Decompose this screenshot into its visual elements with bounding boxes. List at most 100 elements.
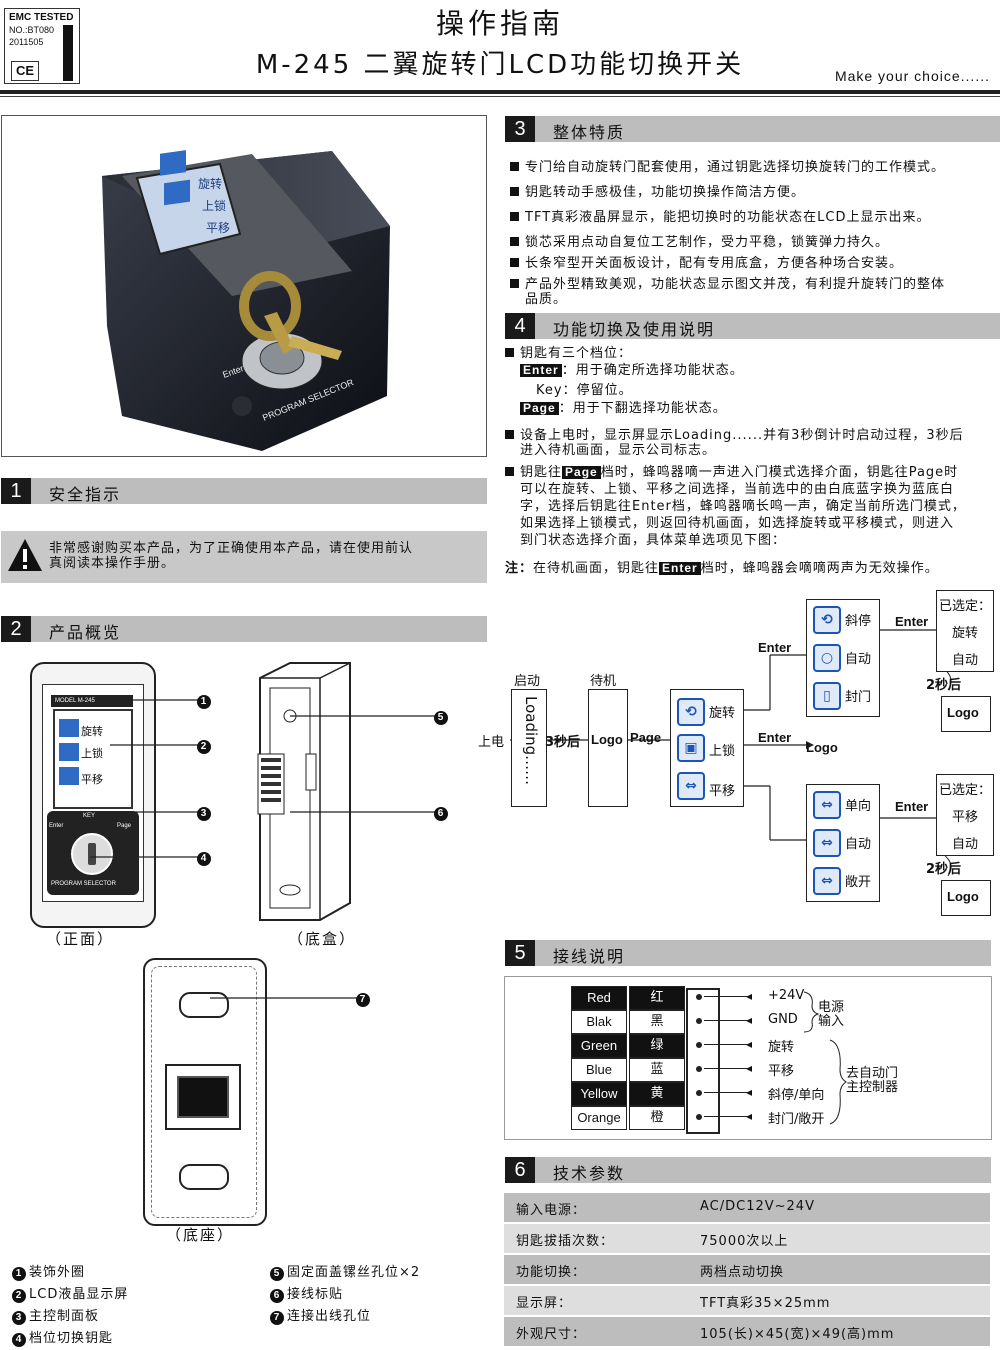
- terminal-screw-icon: [696, 994, 702, 1000]
- menu-slide-icon: ⇔: [677, 772, 705, 800]
- spec-row: 钥匙拔插次数：75000次以上: [504, 1224, 990, 1253]
- spec-key: 显示屏：: [516, 1296, 573, 1311]
- section-5-header: 5 接线说明: [505, 940, 991, 966]
- feature-2: 钥匙转动手感极佳，功能切换操作简洁方便。: [510, 180, 945, 205]
- wire-color-cn: 橙: [629, 1106, 685, 1130]
- rotate-sub-1: 斜停: [845, 614, 872, 629]
- spec-row: 输入电源：AC/DC12V~24V: [504, 1193, 990, 1222]
- terminal-arrow-icon: [704, 1116, 748, 1117]
- page-icon: Page: [520, 402, 559, 415]
- selected-label-2: 已选定：: [938, 783, 991, 798]
- front-model: MODEL M-245: [51, 695, 133, 707]
- auto-slide-icon: ⇔: [813, 829, 841, 857]
- lock-icon: [59, 743, 79, 761]
- section-3-title: 整体特质: [553, 123, 626, 142]
- power-label-2: 输入: [818, 1014, 845, 1029]
- warning-box: 非常感谢购买本产品，为了正确使用本产品，请在使用前认 真阅读本操作手册。: [1, 531, 487, 583]
- marker-4: 4: [197, 850, 214, 866]
- selected-label-1: 已选定：: [938, 599, 991, 614]
- front-item-2: 上锁: [81, 747, 103, 760]
- flow-enter-3: Enter: [895, 614, 929, 629]
- terminal-arrowhead-icon: ◂: [746, 1061, 753, 1075]
- section-1-number: 1: [1, 478, 31, 504]
- header-rule-thin: [0, 96, 1000, 97]
- front-key-label: KEY: [83, 813, 96, 819]
- terminal-label: GND: [768, 1012, 798, 1027]
- screw-hole-bottom: [179, 1164, 229, 1190]
- menu-item-3: 平移: [709, 784, 736, 799]
- flow-start-label: 启动: [514, 674, 541, 689]
- feature-6-cont: 品质。: [525, 292, 568, 307]
- section-6-number: 6: [505, 1157, 535, 1183]
- spec-value: 75000次以上: [700, 1234, 789, 1249]
- flow-enter-2: Enter: [758, 730, 792, 745]
- product-photo: 旋转 上锁 平移 Enter PROGRAM SELECTOR: [1, 115, 487, 457]
- marker-5: 5: [434, 709, 451, 725]
- terminal-arrow-icon: [704, 1092, 748, 1093]
- section-1-header: 1 安全指示: [1, 478, 487, 504]
- menu-item-2: 上锁: [709, 744, 736, 759]
- front-item-1: 旋转: [81, 725, 103, 738]
- base-view: [143, 958, 267, 1226]
- front-item-3: 平移: [81, 773, 103, 786]
- terminal-screw-icon: [696, 1042, 702, 1048]
- box-caption: （底盒）: [288, 930, 357, 948]
- flow-rotate-submenu: ⟲ 斜停 ○ 自动 ▯ 封门: [806, 599, 880, 717]
- wire-color-cn: 黄: [629, 1082, 685, 1106]
- flow-logo-box-2: Logo: [941, 880, 991, 916]
- page-icon-inline: Page: [562, 466, 601, 479]
- slide-sub-3: 敞开: [845, 875, 872, 890]
- spec-row: 外观尺寸：105(长)×45(宽)×49(高)mm: [504, 1317, 990, 1346]
- cable-hole: [165, 1064, 241, 1130]
- flow-lock-logo: Logo: [806, 740, 838, 755]
- front-panel: MODEL M-245 旋转 上锁 平移 KEY Enter Page PROG…: [42, 684, 144, 902]
- emc-bar: [63, 25, 73, 81]
- spec-row: 显示屏： TFT真彩35×25mm: [504, 1286, 990, 1315]
- one-way-icon: ⇔: [813, 791, 841, 819]
- auto-rotate-icon: ○: [813, 644, 841, 672]
- key-positions: 钥匙有三个档位：: [505, 346, 632, 361]
- wire-color-cn: 绿: [629, 1034, 685, 1058]
- terminal-screw-icon: [696, 1018, 702, 1024]
- key-desc-line: Key：停留位。: [536, 383, 633, 398]
- emc-label: EMC TESTED NO.:BT080 2011505 CE: [4, 8, 80, 84]
- flow-three-sec: 3秒后: [545, 735, 581, 750]
- flow-power-on: 上电: [478, 735, 505, 750]
- features-list: 专门给自动旋转门配套使用，通过钥匙选择切换旋转门的工作模式。 钥匙转动手感极佳，…: [510, 155, 945, 307]
- wire-color-en: Blak: [571, 1010, 627, 1034]
- feature-6: 产品外型精致美观，功能状态显示图文并茂，有利提升旋转门的整体: [510, 277, 945, 292]
- ce-mark: CE: [11, 61, 39, 81]
- bottom-box-drawing: [257, 662, 351, 921]
- page-subtitle: M-245 二翼旋转门LCD功能切换开关: [255, 50, 745, 80]
- spec-value: TFT真彩35×25mm: [700, 1296, 831, 1311]
- section-5-title: 接线说明: [553, 947, 626, 966]
- flow-logo-2: Logo: [947, 889, 979, 904]
- product-photo-svg: 旋转 上锁 平移 Enter PROGRAM SELECTOR: [102, 150, 390, 451]
- flow-page-label: Page: [630, 730, 662, 745]
- section-6-header: 6 技术参数: [505, 1157, 991, 1183]
- feature-5: 长条窄型开关面板设计，配有专用底盒，方便各种场合安装。: [510, 255, 945, 272]
- open-door-icon: ⇔: [813, 867, 841, 895]
- terminal-arrowhead-icon: ◂: [746, 1109, 753, 1123]
- callout-lines: [90, 699, 436, 999]
- emc-line2: NO.:BT080: [9, 25, 55, 35]
- terminal-arrow-icon: [704, 1068, 748, 1069]
- terminal-label: 旋转: [768, 1040, 795, 1055]
- menu-lock-icon: ▣: [677, 734, 705, 762]
- spec-value: 105(长)×45(宽)×49(高)mm: [700, 1327, 895, 1342]
- terminal-arrowhead-icon: ◂: [746, 1085, 753, 1099]
- page-title: 操作指南: [435, 7, 564, 40]
- flow-loading-text: Loading……: [522, 696, 540, 786]
- feature-4: 锁芯采用点动自复位工艺制作，受力平稳，锁簧弹力持久。: [510, 230, 945, 255]
- marker-3: 3: [197, 805, 214, 821]
- flow-selected-slide: 已选定： 平移 自动: [936, 774, 994, 856]
- warning-icon: [8, 539, 42, 571]
- emc-line1: EMC TESTED: [9, 12, 74, 23]
- spec-row: 功能切换：两档点动切换: [504, 1255, 990, 1284]
